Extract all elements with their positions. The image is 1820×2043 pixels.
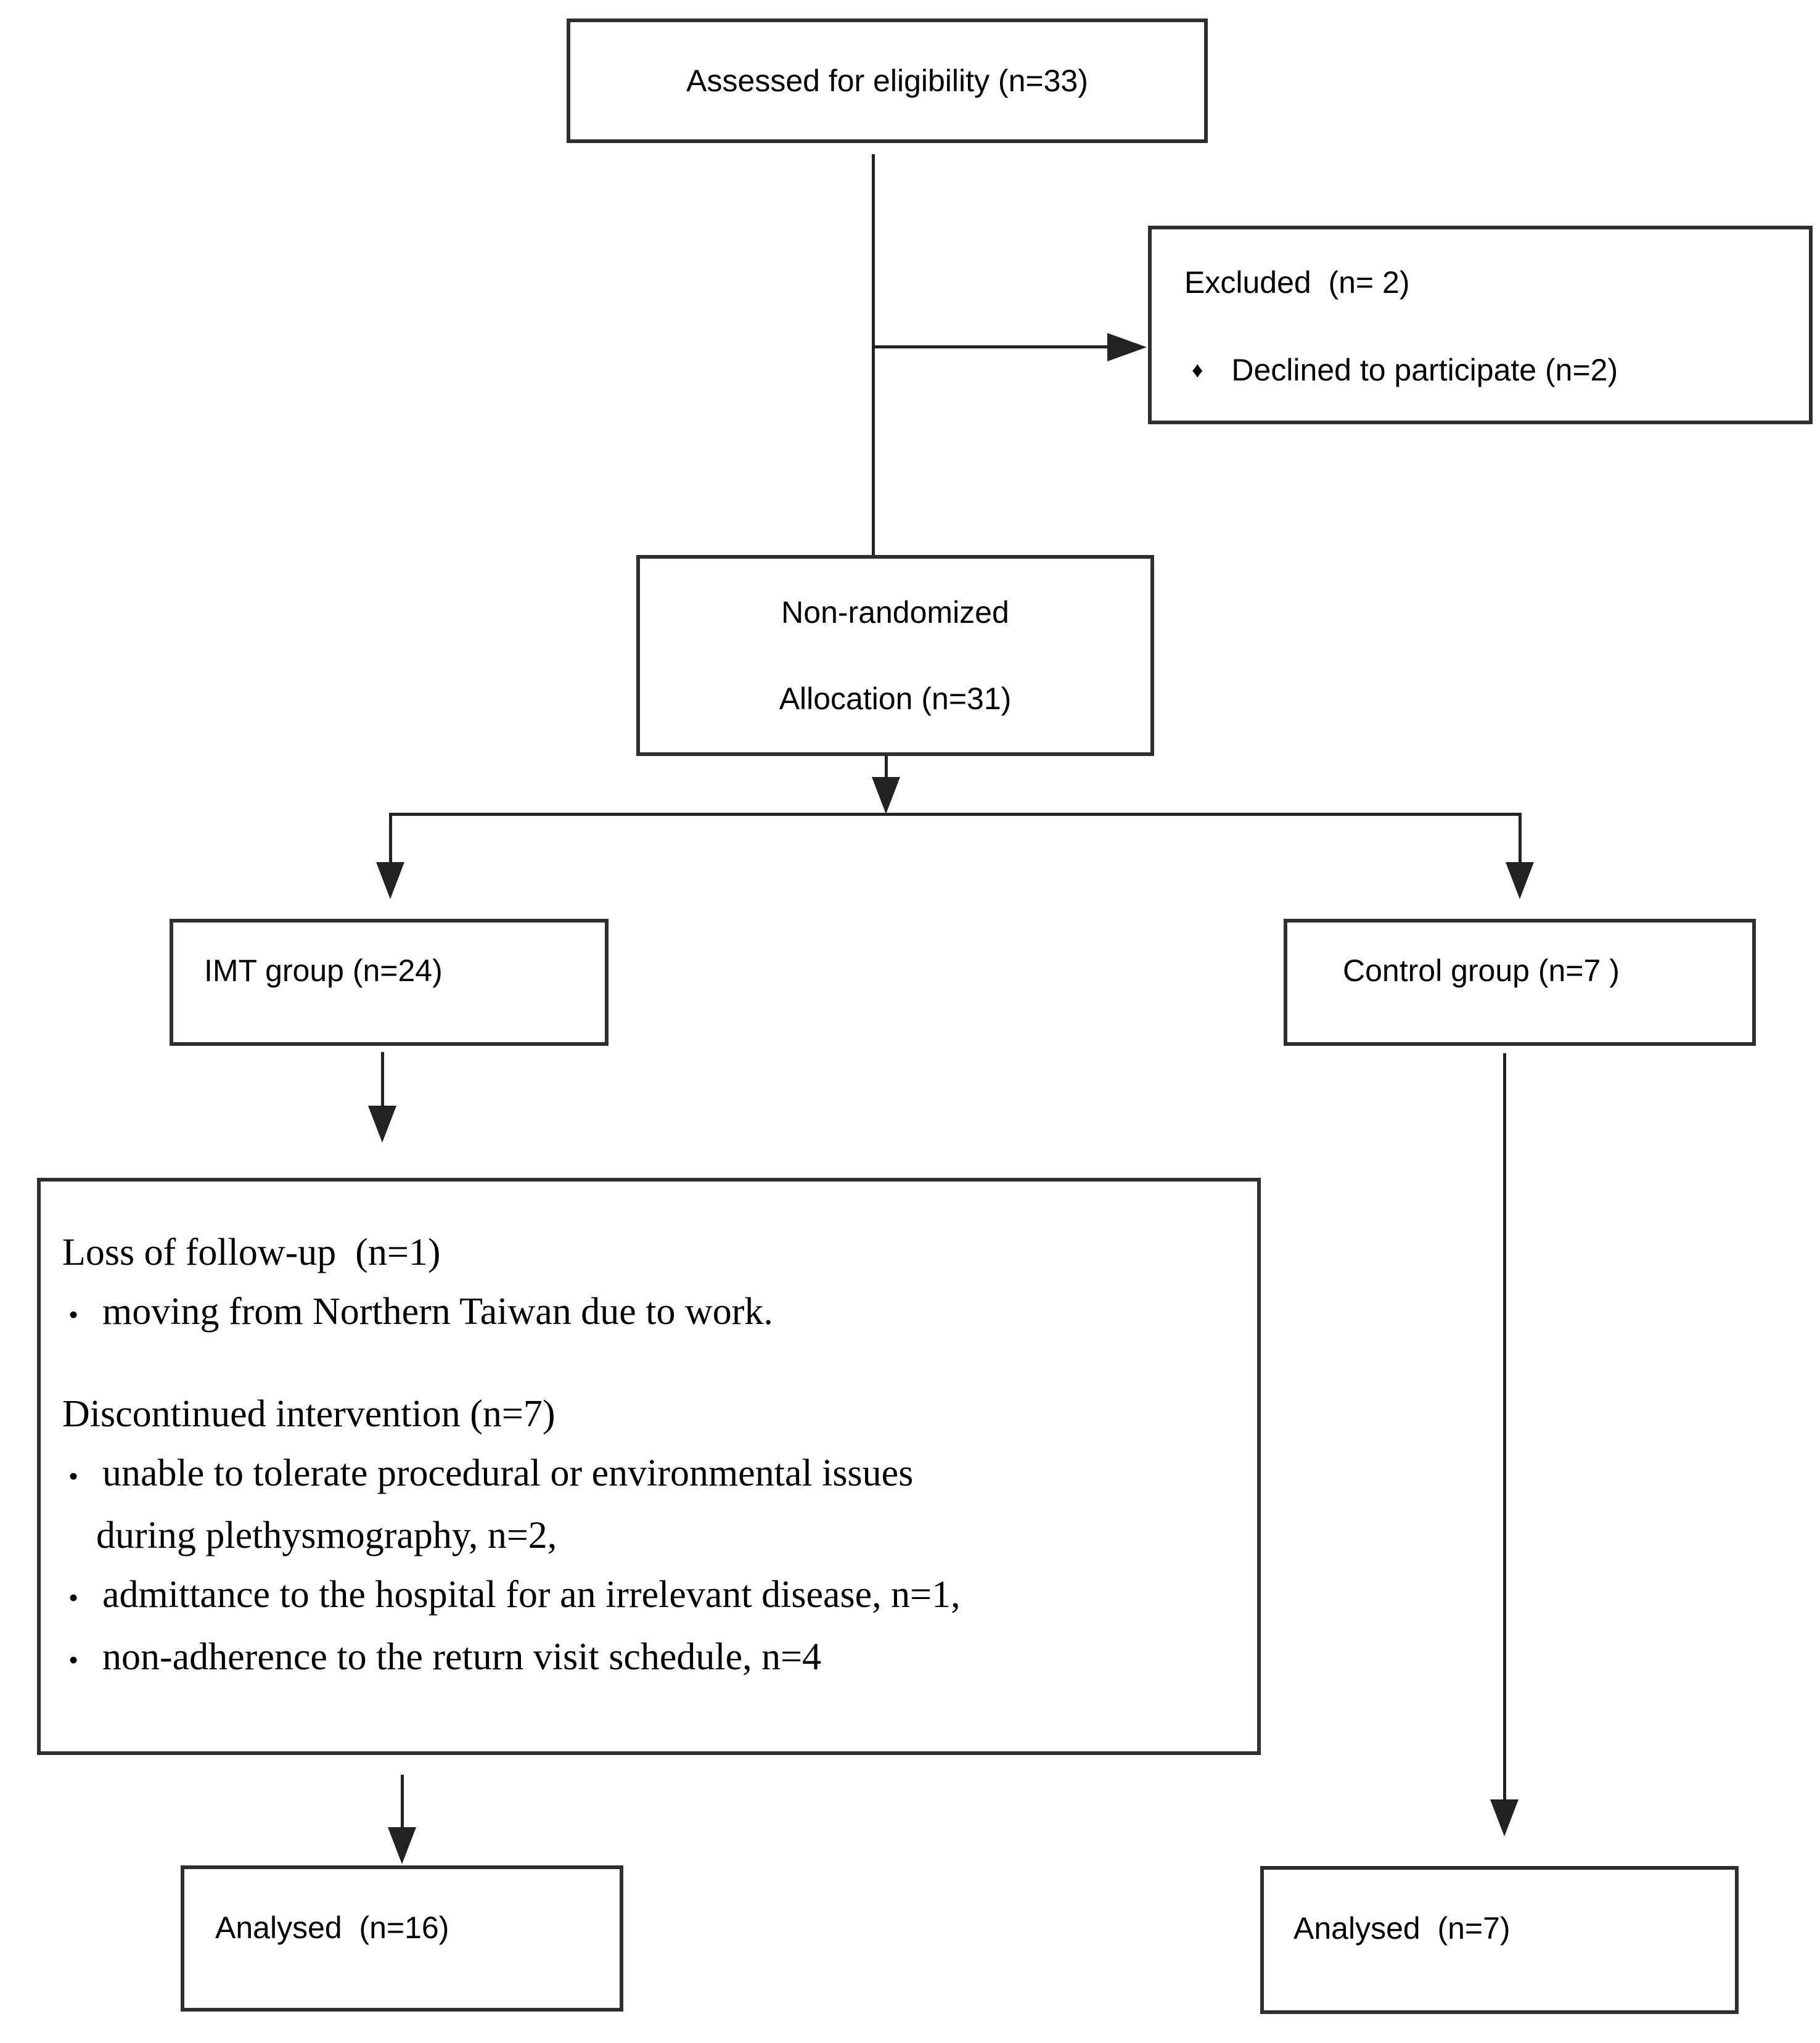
arrowhead-control-icon bbox=[1506, 862, 1534, 899]
dot-bullet-icon: • bbox=[68, 1644, 79, 1675]
connector-allocation-to-branch bbox=[885, 756, 888, 779]
connector-branch-to-control bbox=[1519, 813, 1522, 865]
excluded-box: Excluded (n= 2) ♦ Declined to participat… bbox=[1148, 226, 1813, 424]
control-group-box: Control group (n=7 ) bbox=[1284, 919, 1756, 1046]
allocation-box: Non-randomized Allocation (n=31) bbox=[636, 555, 1154, 756]
branch-line bbox=[389, 813, 1522, 816]
connector-assessed-to-allocation bbox=[872, 154, 875, 556]
discontinued-item2: admittance to the hospital for an irrele… bbox=[102, 1574, 961, 1616]
arrowhead-analysed-imt-icon bbox=[388, 1827, 416, 1864]
excluded-item: Declined to participate (n=2) bbox=[1231, 353, 1618, 387]
connector-control-to-analysed bbox=[1503, 1053, 1506, 1801]
allocation-line2: Allocation (n=31) bbox=[779, 681, 1012, 716]
analysed-imt-label: Analysed (n=16) bbox=[215, 1910, 449, 1945]
allocation-line1: Non-randomized bbox=[781, 595, 1009, 630]
connector-dropout-to-analysed bbox=[401, 1775, 404, 1830]
discontinued-item1-line1: unable to tolerate procedural or environ… bbox=[102, 1452, 914, 1494]
diamond-bullet-icon: ♦ bbox=[1192, 357, 1203, 382]
connector-to-excluded bbox=[872, 345, 1109, 348]
discontinued-item3: non-adherence to the return visit schedu… bbox=[102, 1636, 822, 1678]
arrowhead-excluded-icon bbox=[1107, 333, 1147, 361]
assessed-box: Assessed for eligibility (n=33) bbox=[567, 18, 1208, 143]
imt-group-label: IMT group (n=24) bbox=[204, 953, 443, 988]
discontinued-title: Discontinued intervention (n=7) bbox=[62, 1393, 555, 1435]
arrowhead-analysed-control-icon bbox=[1490, 1799, 1519, 1836]
loss-followup-title: Loss of follow-up (n=1) bbox=[62, 1231, 441, 1273]
connector-branch-to-imt bbox=[389, 813, 392, 865]
discontinued-item1-line2: during plethysmography, n=2, bbox=[96, 1515, 557, 1556]
arrowhead-branch-icon bbox=[872, 777, 900, 814]
dot-bullet-icon: • bbox=[68, 1460, 79, 1492]
assessed-label: Assessed for eligibility (n=33) bbox=[686, 64, 1088, 98]
dot-bullet-icon: • bbox=[68, 1582, 79, 1613]
dot-bullet-icon: • bbox=[68, 1299, 79, 1330]
excluded-title: Excluded (n= 2) bbox=[1184, 265, 1410, 300]
loss-followup-item: moving from Northern Taiwan due to work. bbox=[102, 1291, 773, 1333]
dropout-box: Loss of follow-up (n=1) • moving from Nor… bbox=[37, 1178, 1261, 1755]
analysed-control-box: Analysed (n=7) bbox=[1260, 1866, 1739, 2014]
arrowhead-dropout-icon bbox=[368, 1106, 396, 1143]
analysed-control-label: Analysed (n=7) bbox=[1293, 1911, 1511, 1946]
analysed-imt-box: Analysed (n=16) bbox=[181, 1865, 623, 2012]
arrowhead-imt-icon bbox=[376, 862, 404, 899]
control-group-label: Control group (n=7 ) bbox=[1343, 953, 1620, 988]
imt-group-box: IMT group (n=24) bbox=[170, 919, 609, 1046]
connector-imt-to-dropout bbox=[381, 1052, 384, 1109]
